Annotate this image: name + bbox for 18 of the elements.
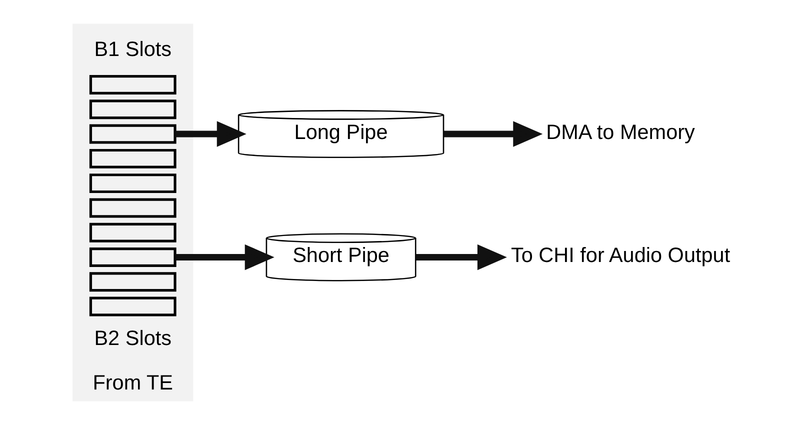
arrow	[443, 121, 542, 147]
node-box	[88, 248, 176, 267]
node-box	[88, 75, 176, 94]
node-box	[88, 272, 176, 292]
node-text: DMA to Memory	[546, 120, 694, 144]
node-box	[88, 174, 176, 194]
node-box	[88, 296, 176, 316]
node-box	[88, 222, 176, 242]
node-box	[88, 100, 176, 120]
node-box	[88, 124, 176, 144]
arrow	[415, 244, 506, 270]
arrow	[174, 244, 274, 270]
label: B1 Slots	[94, 38, 172, 61]
arrow	[174, 121, 246, 147]
node-box	[88, 198, 176, 218]
node-text: To CHI for Audio Output	[510, 244, 730, 268]
node-box	[88, 148, 176, 168]
label: B2 Slots	[94, 327, 172, 350]
